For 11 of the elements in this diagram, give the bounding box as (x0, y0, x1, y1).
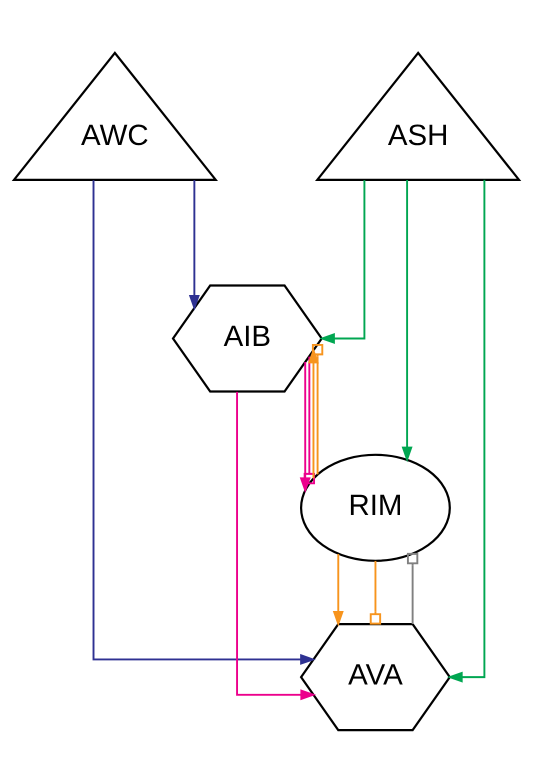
arrow (188, 180, 200, 311)
connector (304, 356, 316, 484)
arrow (447, 180, 486, 683)
connector (312, 344, 324, 474)
connector (370, 560, 382, 625)
arrow (332, 554, 344, 627)
arrow (319, 180, 366, 344)
connector (406, 552, 418, 624)
arrow (402, 180, 413, 462)
arrow (92, 180, 316, 665)
arrow (236, 392, 316, 700)
